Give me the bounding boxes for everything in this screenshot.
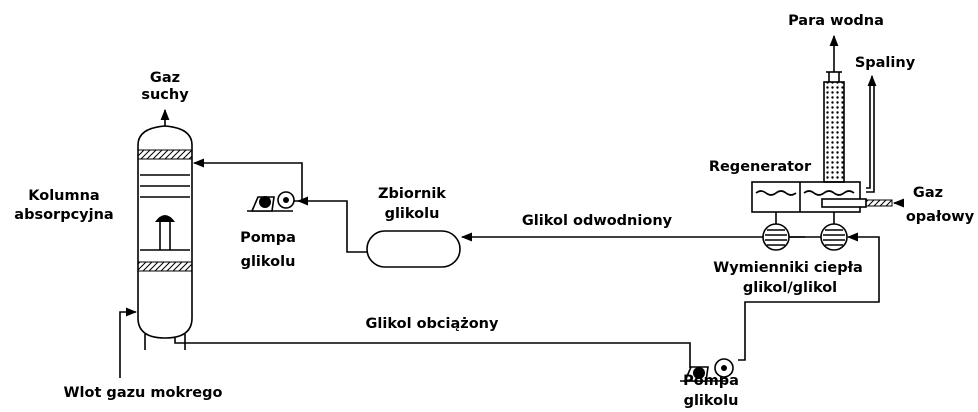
rich-glycol-to-hx — [738, 232, 880, 361]
glycol-tank — [366, 230, 461, 268]
label-hx-1: Wymienniki ciepła — [713, 260, 863, 276]
label-tank-2: glikolu — [385, 206, 440, 222]
pump-bottom — [680, 358, 734, 382]
label-steam: Para wodna — [788, 13, 884, 29]
column-packing-bottom — [137, 261, 193, 272]
label-dry-gas-1: Gaz — [150, 70, 180, 86]
label-column-2: absorpcyjna — [14, 207, 113, 223]
label-rich-glycol: Glikol obciążony — [366, 316, 499, 332]
label-regenerator: Regenerator — [709, 159, 812, 175]
absorption-column — [137, 125, 193, 350]
label-lean-glycol: Glikol odwodniony — [522, 213, 673, 229]
label-fuel-gas-1: Gaz — [913, 185, 943, 201]
column-packing-top — [137, 149, 193, 160]
wet-gas-inlet-line — [119, 307, 138, 378]
label-tank-1: Zbiornik — [378, 186, 446, 202]
tank-to-pump-line — [296, 196, 367, 253]
label-hx-2: glikol/glikol — [743, 280, 837, 296]
label-pump-top-2: glikolu — [241, 254, 296, 270]
pump-top — [247, 191, 295, 212]
heat-exchanger-2 — [820, 223, 848, 251]
heat-exchanger-1 — [762, 223, 790, 251]
label-fuel-gas-2: opałowy — [906, 209, 975, 225]
label-dry-gas-2: suchy — [141, 87, 189, 103]
label-column-1: Kolumna — [28, 188, 99, 204]
label-pump-bottom-1: Pompa — [683, 373, 739, 389]
label-wet-gas-inlet: Wlot gazu mokrego — [64, 385, 223, 401]
label-pump-bottom-2: glikolu — [684, 393, 739, 409]
flue-gas-stack — [866, 83, 875, 193]
rich-glycol-line — [174, 338, 691, 368]
label-flue-gas: Spaliny — [855, 55, 916, 71]
bubble-cap — [155, 215, 175, 222]
label-pump-top-1: Pompa — [240, 230, 296, 246]
still-column — [823, 81, 845, 183]
regenerator — [751, 181, 893, 213]
